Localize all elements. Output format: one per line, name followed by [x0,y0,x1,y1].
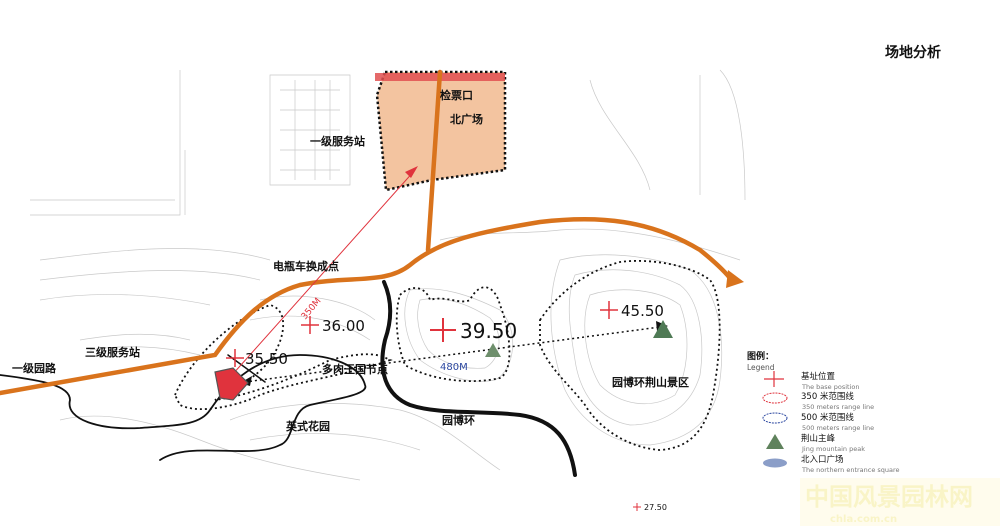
english-garden-label: 英式花园 [285,419,330,433]
legend-sublabel: 500 meters range line [802,424,874,432]
blue-ellipse-icon [763,458,787,468]
distance-350-line [231,169,416,376]
road-arrow-head [726,270,744,288]
orange-roads [0,69,733,396]
north-square-label: 北广场 [450,112,483,126]
elevation-label: 39.50 [460,319,517,343]
expo-ring-label: 园博环 [442,413,475,427]
elevation-label: 45.50 [621,302,664,320]
elevation-label: 27.50 [644,503,667,512]
legend-label: 基址位置 [801,371,836,382]
red-dashed-ellipse-icon [762,392,788,404]
legend-sublabel: The base position [801,383,859,391]
service-station-3-label: 三级服务站 [85,345,140,359]
succulent-node-label: 多肉王国节点 [322,362,388,376]
ebike-point-label: 电瓶车换成点 [273,259,339,273]
peak-triangle-icon [653,320,673,338]
svg-text:中国风景园林网: 中国风景园林网 [805,483,973,511]
peak-triangle-icon [485,343,501,357]
blue-dashed-ellipse-icon [762,412,788,424]
legend-label: 350 米范围线 [801,391,854,402]
legend-label: 荆山主峰 [801,433,836,444]
green-triangle-icon [766,434,784,449]
distance-350-label: 350M [300,296,324,322]
legend-sublabel: 350 meters range line [802,403,874,411]
jingshan-area-label: 园博环荆山景区 [612,375,689,389]
legend-label: 北入口广场 [801,454,844,465]
elevation-label: 36.00 [322,317,365,335]
legend-sublabel: Jing mountain peak [801,445,865,453]
distance-480-label: 480M [440,362,468,373]
ticket-gate-label: 检票口 [440,88,473,102]
elevation-label: 35.50 [245,350,288,368]
base-site-polygon [214,367,249,401]
svg-text:chla.com.cn: chla.com.cn [830,514,897,525]
legend-label: 500 米范围线 [801,412,854,423]
service-station-1-label: 一级服务站 [310,134,365,148]
distance-350-arrow [405,166,418,178]
page-title: 场地分析 [885,44,941,61]
range-dotted-lines [174,259,721,451]
primary-path-label: 一级园路 [12,361,57,375]
black-roads [0,280,577,477]
watermark-logo: 中国风景园林网 chla.com.cn [800,478,1000,526]
legend-title: 图例： [747,350,774,362]
base-position-crosses [226,301,641,511]
red-cross-icon [764,371,784,387]
legend-sublabel: The northern entrance square [801,466,900,474]
legend: 图例： Legend 基址位置 The base position 350 米范… [747,350,900,474]
legend-subtitle: Legend [747,363,775,372]
